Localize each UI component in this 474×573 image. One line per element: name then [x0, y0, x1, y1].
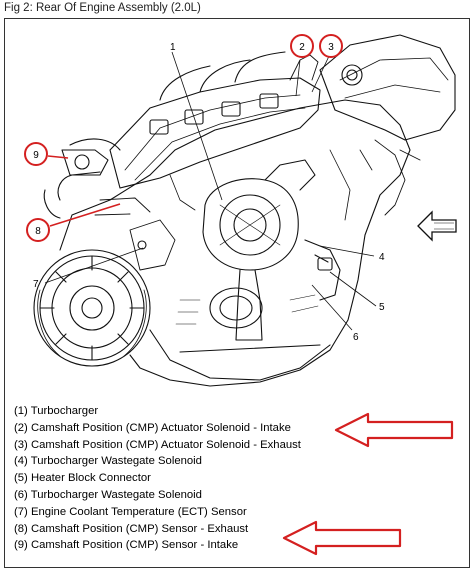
callout-7: 7: [33, 279, 39, 290]
parts-legend: (1) Turbocharger (2) Camshaft Position (…: [14, 403, 314, 554]
callout-1: 1: [170, 42, 176, 53]
callout-9: 9: [24, 142, 48, 166]
flywheel-disc: [33, 249, 151, 367]
upper-hoses: [43, 138, 121, 219]
highlight-arrow-cmp-sensors: [282, 520, 402, 556]
callout-8: 8: [26, 218, 50, 242]
legend-item: (5) Heater Block Connector: [14, 472, 151, 485]
legend-item: (4) Turbocharger Wastegate Solenoid: [14, 455, 202, 468]
svg-text:2: 2: [299, 42, 305, 53]
figure-frame: [4, 18, 470, 568]
legend-item: (8) Camshaft Position (CMP) Sensor - Exh…: [14, 522, 249, 535]
callout-4: 4: [379, 252, 385, 263]
heater-connector-part: [317, 257, 333, 271]
intake-manifold: [319, 34, 456, 141]
highlight-arrow-intake-solenoid: [334, 412, 454, 448]
leader-lines: [44, 51, 377, 331]
legend-item: (6) Turbocharger Wastegate Solenoid: [14, 488, 202, 501]
engine-drawing: [33, 34, 456, 387]
red-leader-lines: [47, 155, 121, 227]
legend-item: (9) Camshaft Position (CMP) Sensor - Int…: [14, 539, 239, 552]
svg-text:8: 8: [35, 226, 41, 237]
legend-item: (7) Engine Coolant Temperature (ECT) Sen…: [14, 505, 247, 518]
direction-arrow: [417, 210, 457, 242]
legend-item: (2) Camshaft Position (CMP) Actuator Sol…: [14, 421, 291, 434]
valve-cover: [109, 77, 321, 189]
turbocharger: [202, 159, 316, 271]
coil-packs: [149, 51, 286, 135]
exhaust-downpipe: [235, 269, 263, 341]
callout-5: 5: [379, 302, 385, 313]
oil-pan: [149, 329, 331, 381]
legend-item: (1) Turbocharger: [14, 405, 99, 417]
svg-text:9: 9: [33, 150, 39, 161]
svg-text:3: 3: [328, 42, 334, 53]
callout-2: 2: [290, 34, 314, 58]
engine-block-outline: [59, 99, 411, 387]
legend-item: (3) Camshaft Position (CMP) Actuator Sol…: [14, 438, 301, 451]
callout-6: 6: [353, 332, 359, 343]
callout-3: 3: [319, 34, 343, 58]
figure-title: Fig 2: Rear Of Engine Assembly (2.0L): [4, 2, 201, 14]
